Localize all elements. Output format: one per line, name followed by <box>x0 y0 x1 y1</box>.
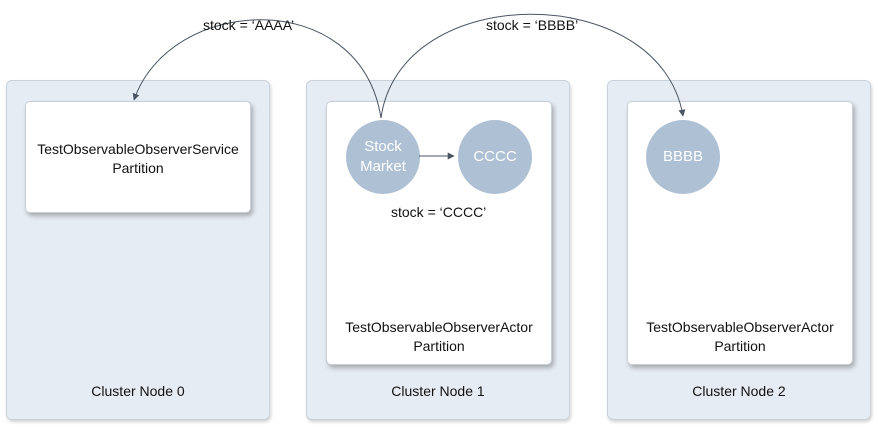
cluster-node-label: Cluster Node 1 <box>391 383 485 399</box>
partition-title: TestObservableObserverActor <box>345 319 533 335</box>
cccc-label: CCCC <box>473 148 517 165</box>
actor-partition-1-label: TestObservableObserverActor Partition <box>327 318 551 356</box>
partition-subtitle: Partition <box>714 338 766 354</box>
service-partition-label: TestObservableObserverService Partition <box>26 140 250 178</box>
partition-subtitle: Partition <box>112 160 164 176</box>
edge-label-bbbb: stock = ‘BBBB’ <box>486 17 579 33</box>
edge-label-aaaa: stock = ‘AAAA’ <box>203 17 295 33</box>
cluster-node-1: Stock Market CCCC TestObservableObserver… <box>306 80 570 420</box>
service-partition: TestObservableObserverService Partition <box>25 101 251 213</box>
bbbb-label: BBBB <box>662 148 704 165</box>
actor-partition-2: BBBB TestObservableObserverActor Partiti… <box>627 101 853 365</box>
partition-subtitle: Partition <box>413 338 465 354</box>
cccc-circle: CCCC <box>458 120 532 194</box>
market-label: Market <box>360 158 406 175</box>
cluster-node-label: Cluster Node 0 <box>91 383 185 399</box>
actor-partition-1: Stock Market CCCC TestObservableObserver… <box>326 101 552 365</box>
partition-title: TestObservableObserverService <box>37 141 239 157</box>
cluster-node-label: Cluster Node 2 <box>692 383 786 399</box>
edge-label-cccc: stock = ‘CCCC’ <box>391 204 487 220</box>
bbbb-circle: BBBB <box>646 120 720 194</box>
cluster-node-2: BBBB TestObservableObserverActor Partiti… <box>607 80 871 420</box>
cluster-node-0: TestObservableObserverService Partition … <box>6 80 270 420</box>
partition-title: TestObservableObserverActor <box>646 319 834 335</box>
stock-market-circle: Stock Market <box>346 120 420 194</box>
actor-partition-2-label: TestObservableObserverActor Partition <box>628 318 852 356</box>
stock-label: Stock <box>364 138 402 155</box>
